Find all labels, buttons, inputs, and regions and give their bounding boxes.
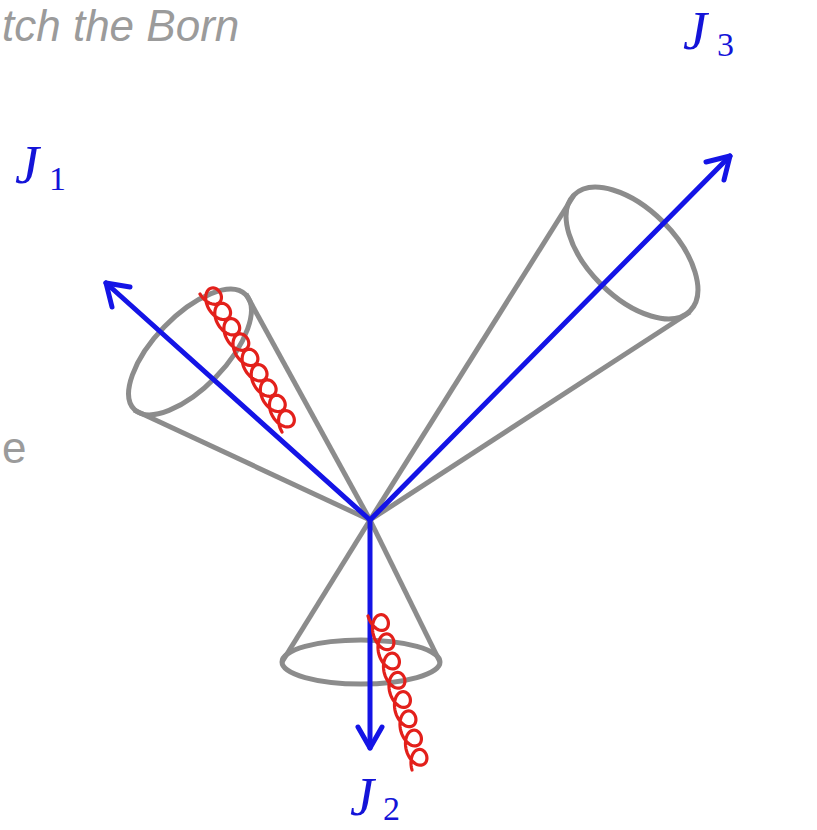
- jet-label: J: [683, 4, 707, 58]
- jet-subscript: 3: [717, 28, 734, 62]
- cone-edge: [134, 410, 370, 520]
- slide-heading: tch the Born: [2, 4, 239, 48]
- cone-edge: [370, 312, 690, 520]
- jet-subscript: 2: [383, 792, 400, 826]
- jet-label: J: [350, 770, 374, 824]
- slide-text: e: [2, 426, 26, 470]
- jet-label: J: [15, 138, 39, 192]
- gluon: [368, 615, 427, 770]
- arrow-head: [106, 283, 130, 307]
- jet-axis: [106, 283, 370, 520]
- cone-rim: [282, 640, 440, 684]
- jet-subscript: 1: [49, 162, 66, 196]
- jet-axis: [370, 156, 730, 520]
- gluon: [200, 288, 294, 432]
- cone-edge: [370, 195, 574, 520]
- arrow-head: [706, 156, 730, 180]
- cone-edge: [246, 294, 370, 520]
- arrow-head: [358, 727, 382, 748]
